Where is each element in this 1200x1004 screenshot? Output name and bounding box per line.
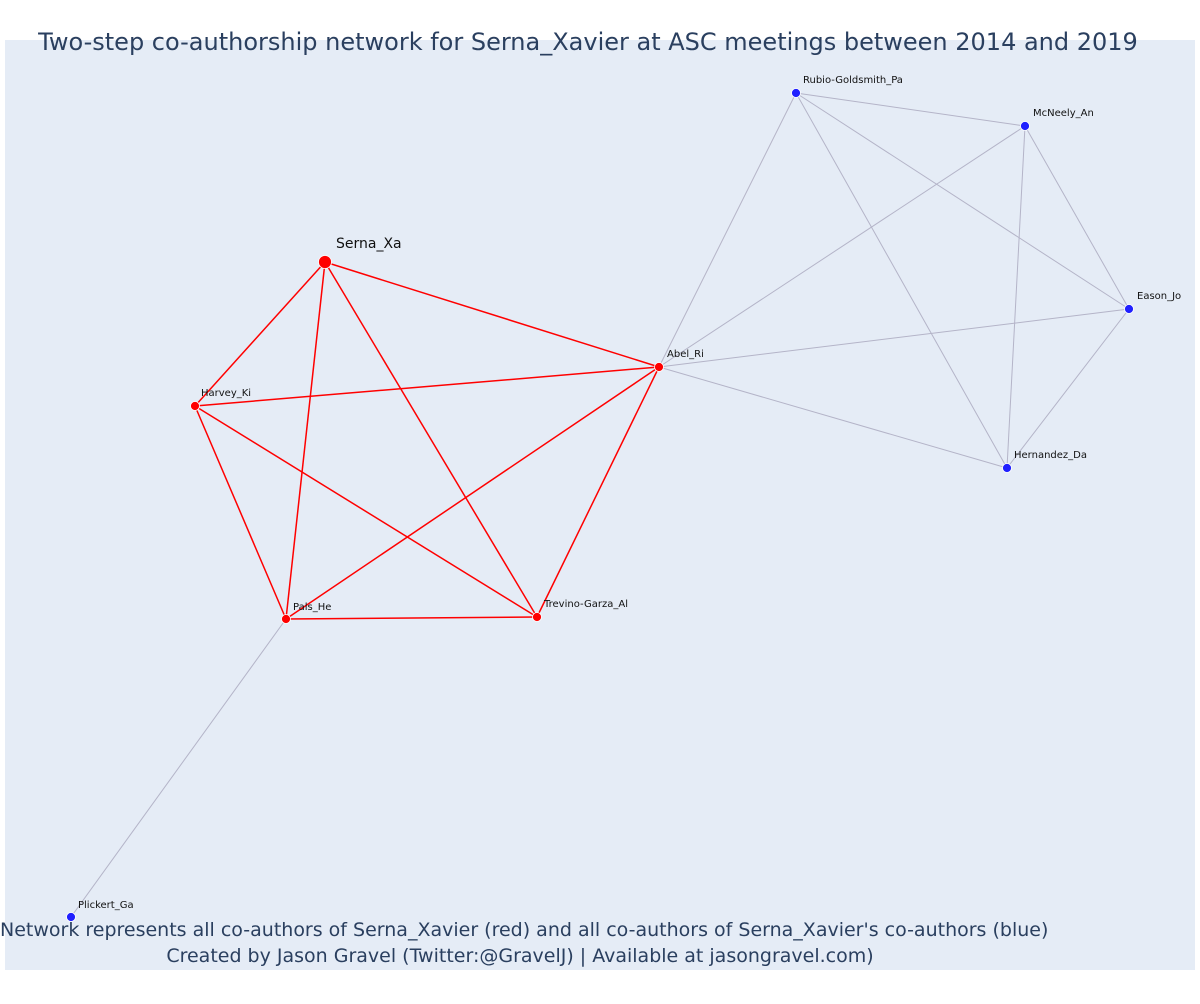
edge-serna-xa-pals-he [285, 261, 326, 620]
edge-abel-ri-rubio-goldsmith-pa [658, 92, 797, 368]
edge-rubio-goldsmith-pa-eason-jo [795, 92, 1130, 310]
node-pals-he[interactable] [281, 614, 291, 624]
edge-abel-ri-pals-he [285, 366, 660, 620]
node-label-mcneely-an: McNeely_An [1033, 108, 1094, 119]
edge-harvey-ki-pals-he [194, 405, 287, 620]
chart-caption: Network represents all co-authors of Ser… [0, 917, 1049, 969]
edge-layer [70, 92, 1130, 918]
node-mcneely-an[interactable] [1020, 121, 1030, 131]
edge-abel-ri-trevino-garza-al [536, 366, 660, 618]
node-label-harvey-ki: Harvey_Ki [201, 388, 251, 399]
edge-serna-xa-abel-ri [324, 261, 660, 368]
edge-serna-xa-trevino-garza-al [324, 261, 538, 618]
edge-mcneely-an-eason-jo [1024, 125, 1130, 310]
edge-rubio-goldsmith-pa-hernandez-da [795, 92, 1008, 469]
node-plickert-ga[interactable] [66, 912, 76, 922]
edge-pals-he-trevino-garza-al [285, 616, 538, 620]
edge-harvey-ki-trevino-garza-al [194, 405, 538, 618]
node-harvey-ki[interactable] [190, 401, 200, 411]
node-label-hernandez-da: Hernandez_Da [1014, 450, 1087, 461]
node-label-serna-xa: Serna_Xa [336, 236, 402, 252]
edge-serna-xa-harvey-ki [194, 261, 326, 407]
edge-harvey-ki-abel-ri [194, 366, 660, 407]
edge-eason-jo-hernandez-da [1006, 308, 1130, 469]
node-serna-xa[interactable] [318, 255, 332, 269]
chart-title: Two-step co-authorship network for Serna… [38, 28, 1138, 56]
node-label-trevino-garza-al: Trevino-Garza_Al [543, 599, 628, 610]
node-eason-jo[interactable] [1124, 304, 1134, 314]
edge-abel-ri-eason-jo [658, 308, 1130, 368]
caption-line-2: Created by Jason Gravel (Twitter:@Gravel… [166, 945, 874, 967]
node-rubio-goldsmith-pa[interactable] [791, 88, 801, 98]
node-label-eason-jo: Eason_Jo [1137, 291, 1181, 302]
edge-mcneely-an-hernandez-da [1006, 125, 1026, 469]
edge-abel-ri-mcneely-an [658, 125, 1026, 368]
caption-line-1: Network represents all co-authors of Ser… [0, 919, 1049, 941]
edge-rubio-goldsmith-pa-mcneely-an [795, 92, 1026, 127]
node-label-rubio-goldsmith-pa: Rubio-Goldsmith_Pa [803, 75, 903, 86]
node-label-abel-ri: Abel_Ri [667, 349, 704, 360]
node-abel-ri[interactable] [654, 362, 664, 372]
node-label-plickert-ga: Plickert_Ga [78, 900, 134, 911]
edge-pals-he-plickert-ga [70, 618, 287, 918]
edge-abel-ri-hernandez-da [658, 366, 1008, 469]
node-hernandez-da[interactable] [1002, 463, 1012, 473]
plot-background [5, 40, 1195, 970]
node-label-pals-he: Pals_He [293, 602, 331, 613]
node-trevino-garza-al[interactable] [532, 612, 542, 622]
node-layer [66, 88, 1134, 922]
